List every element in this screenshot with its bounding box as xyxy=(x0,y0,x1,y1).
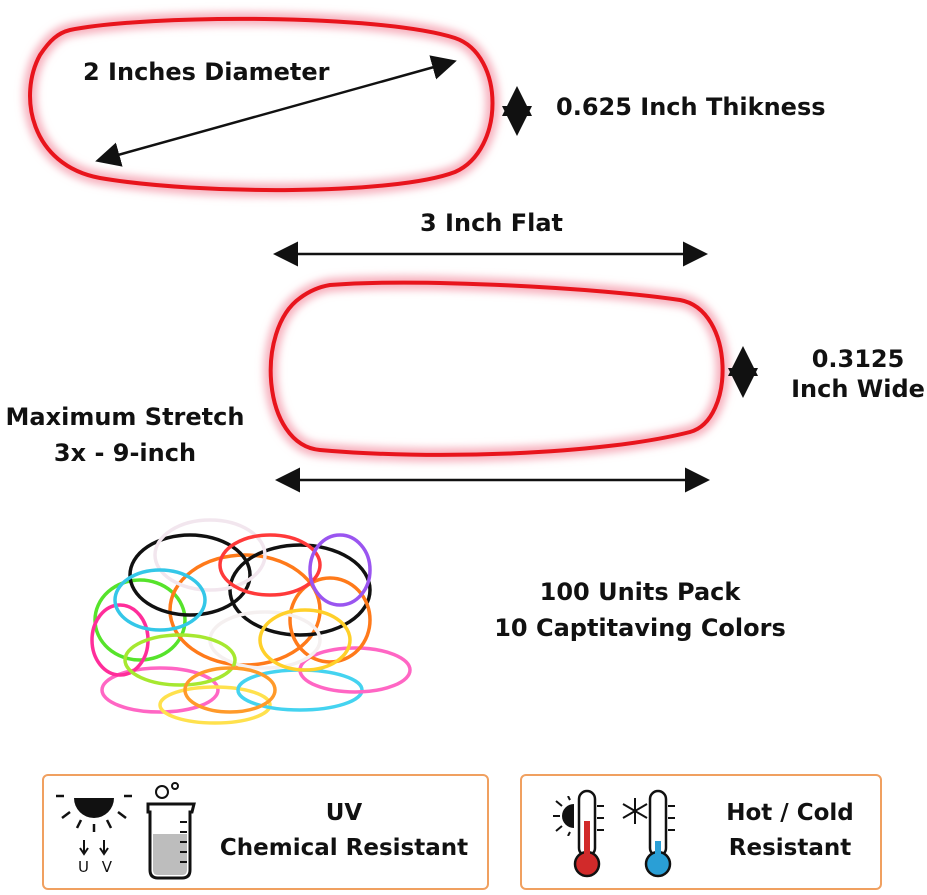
wide-label-line1: 0.3125 xyxy=(811,345,905,373)
rubber-band-pile xyxy=(90,518,412,725)
thermometer-cold-icon xyxy=(644,789,675,878)
flat-label: 3 Inch Flat xyxy=(420,209,564,237)
feature-uv-line2: Chemical Resistant xyxy=(219,834,469,861)
snowflake-icon xyxy=(622,798,648,824)
diameter-arrow xyxy=(95,55,457,167)
pack-label-line1: 100 Units Pack xyxy=(539,578,741,606)
stretch-label: Maximum Stretch 3x - 9-inch xyxy=(0,402,250,468)
feature-temperature-line1: Hot / Cold xyxy=(726,800,854,826)
thickness-label: 0.625 Inch Thikness xyxy=(556,93,826,121)
thermometer-hot-icon xyxy=(573,789,604,878)
stretch-label-line2: 3x - 9-inch xyxy=(53,439,197,467)
uv-text: U V xyxy=(78,858,117,876)
pack-label: 100 Units Pack 10 Captitaving Colors xyxy=(480,577,800,643)
beaker-icon xyxy=(146,782,196,880)
pack-label-line2: 10 Captitaving Colors xyxy=(494,614,786,642)
top-band-outline xyxy=(23,11,500,198)
sun-icon xyxy=(56,794,132,832)
flat-band-outline xyxy=(263,275,730,462)
wide-label: 0.3125 Inch Wide xyxy=(788,344,927,404)
uv-arrows-icon xyxy=(79,840,109,856)
feature-card-uv: U V UV Chemical Resistant xyxy=(42,774,489,890)
diameter-label: 2 Inches Diameter xyxy=(83,58,330,86)
feature-card-temperature: Hot / Cold Resistant xyxy=(520,774,882,890)
sun-small-icon xyxy=(553,796,574,836)
stretch-label-line1: Maximum Stretch xyxy=(5,403,245,431)
wide-label-line2: Inch Wide xyxy=(791,375,925,403)
feature-uv-line1: UV xyxy=(325,800,363,826)
feature-temperature-text: Hot / Cold Resistant xyxy=(700,796,880,865)
feature-temperature-line2: Resistant xyxy=(728,834,852,861)
feature-uv-text: UV Chemical Resistant xyxy=(214,796,474,865)
